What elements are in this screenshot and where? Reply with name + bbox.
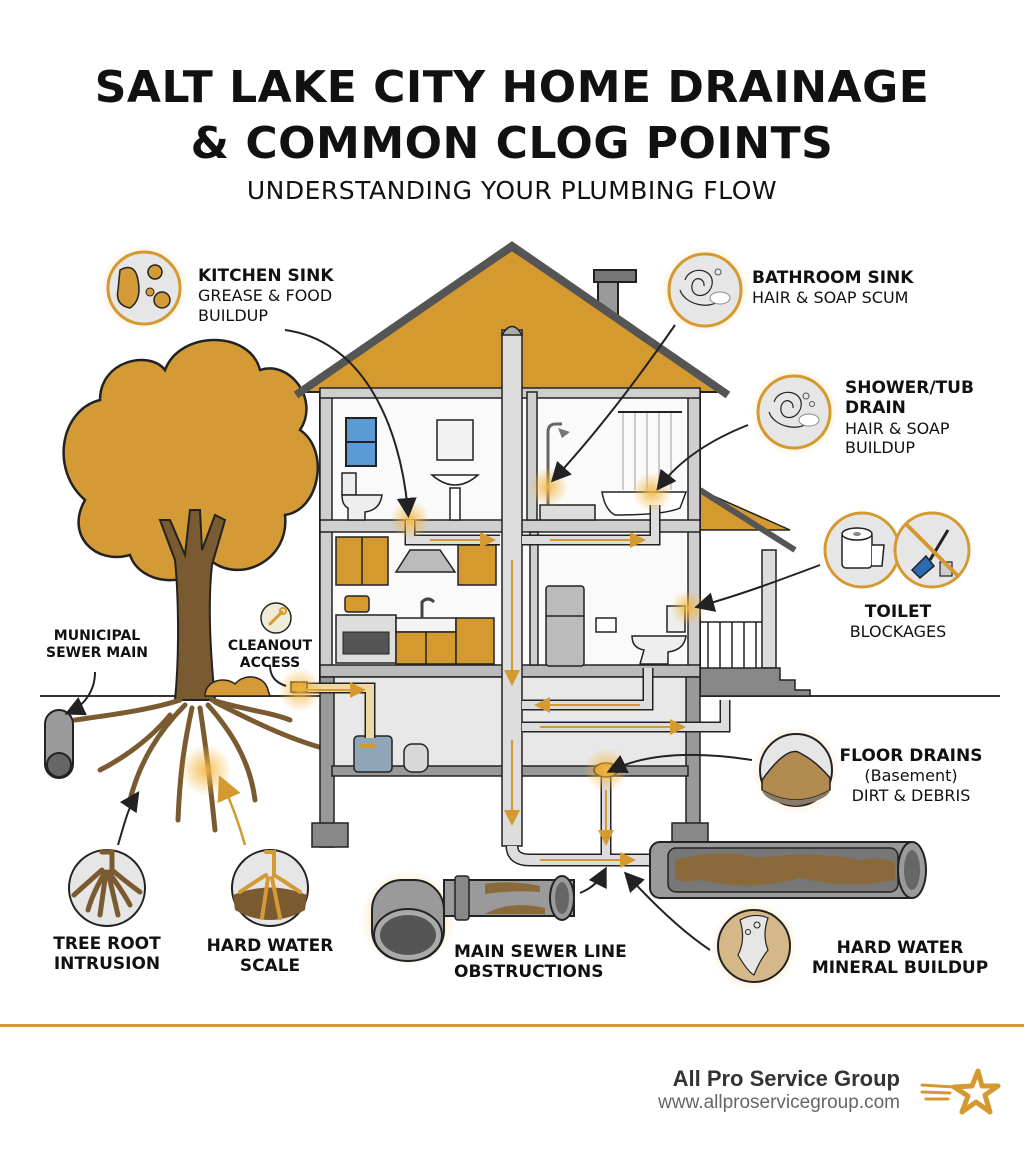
- tree-roots-icon: [68, 849, 146, 927]
- dirt-pile-icon: [752, 726, 840, 814]
- bathroom-sink-desc: HAIR & SOAP SCUM: [752, 288, 909, 308]
- callout-hard-water-scale: HARD WATER SCALE: [200, 936, 340, 977]
- star-logo-icon: [920, 1068, 1001, 1115]
- callout-bathroom-sink: BATHROOM SINK HAIR & SOAP SCUM: [752, 268, 913, 308]
- no-foreign-objects-icon: [893, 511, 971, 589]
- kitchen-sink-desc-1: GREASE & FOOD: [198, 286, 333, 306]
- main-sewer-illustration: [360, 870, 575, 966]
- callout-shower-tub: SHOWER/TUB DRAIN HAIR & SOAP BUILDUP: [845, 378, 974, 457]
- shower-tub-desc-2: BUILDUP: [845, 437, 915, 457]
- tree-root-title-2: INTRUSION: [53, 954, 161, 975]
- toilet-paper-icon: [823, 511, 901, 589]
- floor-drains-title: FLOOR DRAINS: [839, 746, 983, 766]
- toilet-desc: BLOCKAGES: [849, 622, 947, 642]
- hard-water-mineral-title-2: MINERAL BUILDUP: [811, 958, 989, 979]
- floor-drains-desc: DIRT & DEBRIS: [851, 785, 971, 805]
- callout-cleanout: CLEANOUT ACCESS: [214, 638, 326, 672]
- callout-kitchen-sink: KITCHEN SINK GREASE & FOOD BUILDUP: [198, 266, 334, 325]
- municipal-title-1: MUNICIPAL: [53, 628, 141, 644]
- shower-tub-title-1: SHOWER/TUB: [845, 378, 974, 398]
- tree: [62, 338, 333, 833]
- company-name: All Pro Service Group: [672, 1066, 900, 1091]
- kitchen-sink-desc-2: BUILDUP: [198, 305, 268, 325]
- cleanout-title-1: CLEANOUT: [227, 638, 313, 654]
- shower-tub-title-2: DRAIN: [845, 398, 906, 419]
- main-sewer-title-2: OBSTRUCTIONS: [454, 962, 604, 983]
- callout-hard-water-mineral: HARD WATER MINERAL BUILDUP: [800, 938, 1000, 979]
- hard-water-mineral-title-1: HARD WATER: [836, 938, 964, 958]
- cleanout-title-2: ACCESS: [239, 654, 301, 671]
- kitchen-sink-title: KITCHEN SINK: [198, 266, 334, 286]
- subtitle: UNDERSTANDING YOUR PLUMBING FLOW: [246, 176, 778, 205]
- shower-tub-desc-1: HAIR & SOAP: [845, 418, 950, 438]
- main-sewer-title-1: MAIN SEWER LINE: [454, 942, 627, 962]
- municipal-sewer-pipe: [44, 709, 74, 779]
- mineral-scale-icon: [710, 902, 798, 990]
- toilet-title: TOILET: [864, 602, 932, 622]
- callout-toilet: TOILET BLOCKAGES: [826, 602, 970, 642]
- callout-tree-root: TREE ROOT INTRUSION: [42, 934, 172, 975]
- callout-municipal-sewer: MUNICIPAL SEWER MAIN: [22, 628, 172, 662]
- floor-drains-qualifier: (Basement): [864, 766, 958, 786]
- callout-floor-drains: FLOOR DRAINS (Basement) DIRT & DEBRIS: [838, 746, 984, 805]
- pointer-arrows: [117, 324, 821, 951]
- sewer-pipe-obstructed: [649, 841, 927, 899]
- hair-soap-shower-icon: [750, 368, 838, 456]
- tree-root-title-1: TREE ROOT: [53, 934, 161, 954]
- drain-pipes: [290, 325, 731, 868]
- hair-soap-icon: [661, 246, 749, 334]
- grease-food-icon: [100, 244, 188, 332]
- drainage-illustration: [40, 241, 1000, 990]
- callout-main-sewer: MAIN SEWER LINE OBSTRUCTIONS: [454, 942, 627, 983]
- wrench-icon: [260, 602, 292, 634]
- hard-water-scale-title-1: HARD WATER: [206, 936, 334, 956]
- title-line-2: & COMMON CLOG POINTS: [190, 118, 834, 169]
- hard-water-scale-title-2: SCALE: [239, 956, 301, 977]
- municipal-title-2: SEWER MAIN: [46, 644, 148, 661]
- footer-divider: [0, 1024, 1024, 1027]
- title-line-1: SALT LAKE CITY HOME DRAINAGE: [94, 62, 930, 113]
- scale-roots-icon: [231, 849, 309, 927]
- footer-brand: All Pro Service Group www.allproserviceg…: [658, 1066, 900, 1114]
- bathroom-sink-title: BATHROOM SINK: [752, 268, 914, 288]
- company-url[interactable]: www.allproservicegroup.com: [658, 1092, 900, 1113]
